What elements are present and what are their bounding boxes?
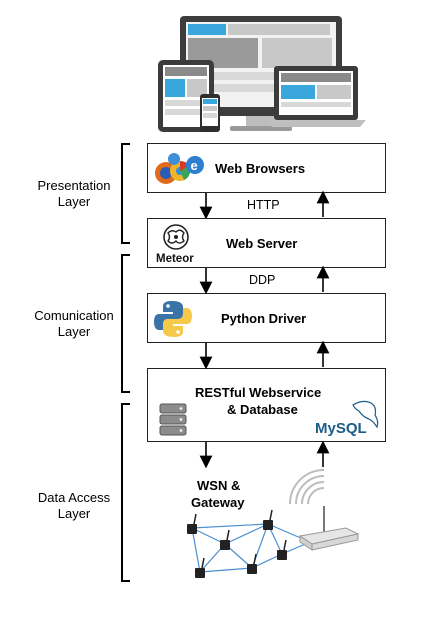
restful-database-box: RESTful Webservice & Database MySQL: [147, 368, 386, 442]
web-browsers-box: e Web Browsers: [147, 143, 386, 193]
web-browsers-title: Web Browsers: [215, 161, 306, 176]
python-icon: [154, 301, 192, 337]
web-server-title: Web Server: [226, 236, 298, 251]
mysql-icon: MySQL: [315, 400, 379, 437]
python-driver-box: Python Driver: [147, 293, 386, 343]
http-label: HTTP: [247, 198, 280, 212]
communication-layer-bracket: [121, 254, 130, 393]
browsers-icon: e: [155, 153, 204, 184]
python-driver-title: Python Driver: [221, 311, 307, 326]
svg-text:e: e: [191, 158, 198, 173]
sensor-network-icon: [187, 469, 360, 578]
presentation-layer-bracket: [121, 143, 130, 244]
data-access-layer-bracket: [121, 403, 130, 582]
devices-icon: [158, 16, 366, 132]
meteor-logo-text: Meteor: [156, 253, 194, 265]
restful-title-line2: & Database: [227, 402, 298, 417]
restful-title-line1: RESTful Webservice: [195, 385, 322, 400]
ddp-label: DDP: [249, 273, 276, 287]
mysql-logo-text: MySQL: [315, 420, 367, 437]
router-icon: [298, 527, 360, 551]
web-server-box: Meteor Web Server: [147, 218, 386, 268]
wsn-label-line1: WSN &: [197, 478, 241, 493]
wsn-label-line2: Gateway: [191, 495, 245, 510]
database-icon: [159, 403, 187, 436]
meteor-icon: Meteor: [156, 224, 194, 265]
